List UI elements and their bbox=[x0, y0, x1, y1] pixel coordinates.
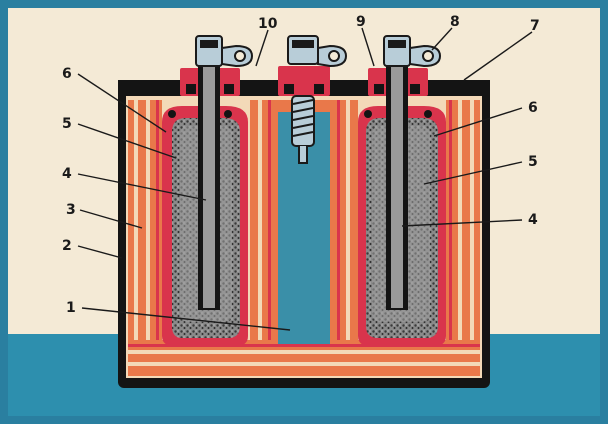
callout-9: 9 bbox=[356, 14, 366, 30]
left-terminal bbox=[195, 35, 254, 310]
callout-5-left: 5 bbox=[62, 116, 72, 132]
callout-labels: 1 2 3 4 4 5 5 6 6 7 8 9 10 bbox=[62, 14, 540, 316]
callout-1: 1 bbox=[66, 300, 76, 316]
callout-6-left: 6 bbox=[62, 66, 72, 82]
left-wall-layers bbox=[128, 100, 162, 376]
callout-3: 3 bbox=[66, 202, 76, 218]
callout-4-left: 4 bbox=[62, 166, 72, 182]
callout-2: 2 bbox=[62, 238, 72, 254]
callout-8: 8 bbox=[450, 14, 460, 30]
callout-5-right: 5 bbox=[528, 154, 538, 170]
callout-7: 7 bbox=[530, 18, 540, 34]
central-terminal bbox=[287, 35, 348, 164]
leader-lines bbox=[77, 27, 533, 331]
callout-4-right: 4 bbox=[528, 212, 538, 228]
callout-6-right: 6 bbox=[528, 100, 538, 116]
callout-10: 10 bbox=[258, 16, 278, 32]
right-terminal bbox=[383, 35, 442, 310]
right-wall-layers bbox=[446, 100, 480, 376]
